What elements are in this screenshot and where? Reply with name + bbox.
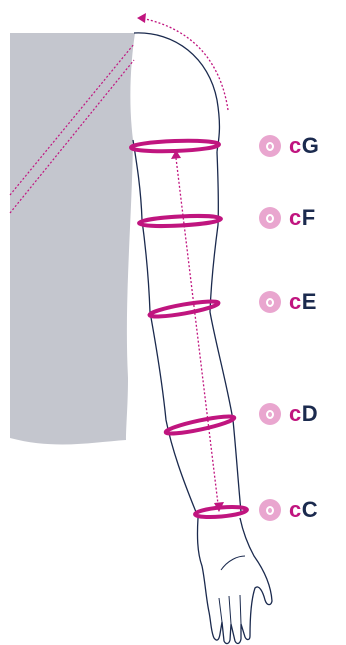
shoulder-arrow-head: [137, 13, 146, 23]
measure-label-cG: cG: [259, 133, 319, 159]
label-letter: E: [302, 289, 317, 314]
label-letter: D: [302, 401, 318, 426]
label-letter: F: [302, 205, 316, 230]
measure-ring-cD: [165, 413, 235, 436]
label-prefix: c: [289, 497, 302, 522]
measure-label-cE: cE: [259, 289, 317, 315]
shoulder-arrow-path: [141, 18, 228, 110]
radio-dot-icon: [259, 291, 281, 313]
hand-crease: [221, 556, 245, 570]
measure-label-cC: cC: [259, 497, 318, 523]
radio-dot-icon: [259, 499, 281, 521]
radio-dot-icon: [259, 403, 281, 425]
label-letter: G: [302, 133, 320, 158]
arm-inner-edge: [133, 140, 196, 512]
radio-dot-icon: [259, 207, 281, 229]
label-prefix: c: [289, 401, 302, 426]
arm-outer-edge: [210, 152, 241, 512]
measure-ring-cG: [131, 139, 219, 152]
radio-dot-icon: [259, 135, 281, 157]
label-letter: C: [302, 497, 318, 522]
length-arrow-line: [176, 158, 218, 504]
measure-ring-cC: [195, 505, 248, 518]
measure-label-cD: cD: [259, 401, 318, 427]
label-prefix: c: [289, 289, 302, 314]
shoulder-outline: [134, 33, 219, 152]
hand-outline: [197, 518, 272, 644]
measure-ring-cF: [139, 214, 221, 227]
finger-line: [219, 595, 241, 624]
torso-shape: [10, 33, 135, 444]
label-prefix: c: [289, 133, 302, 158]
label-prefix: c: [289, 205, 302, 230]
measure-label-cF: cF: [259, 205, 316, 231]
measure-ring-cE: [149, 298, 219, 319]
